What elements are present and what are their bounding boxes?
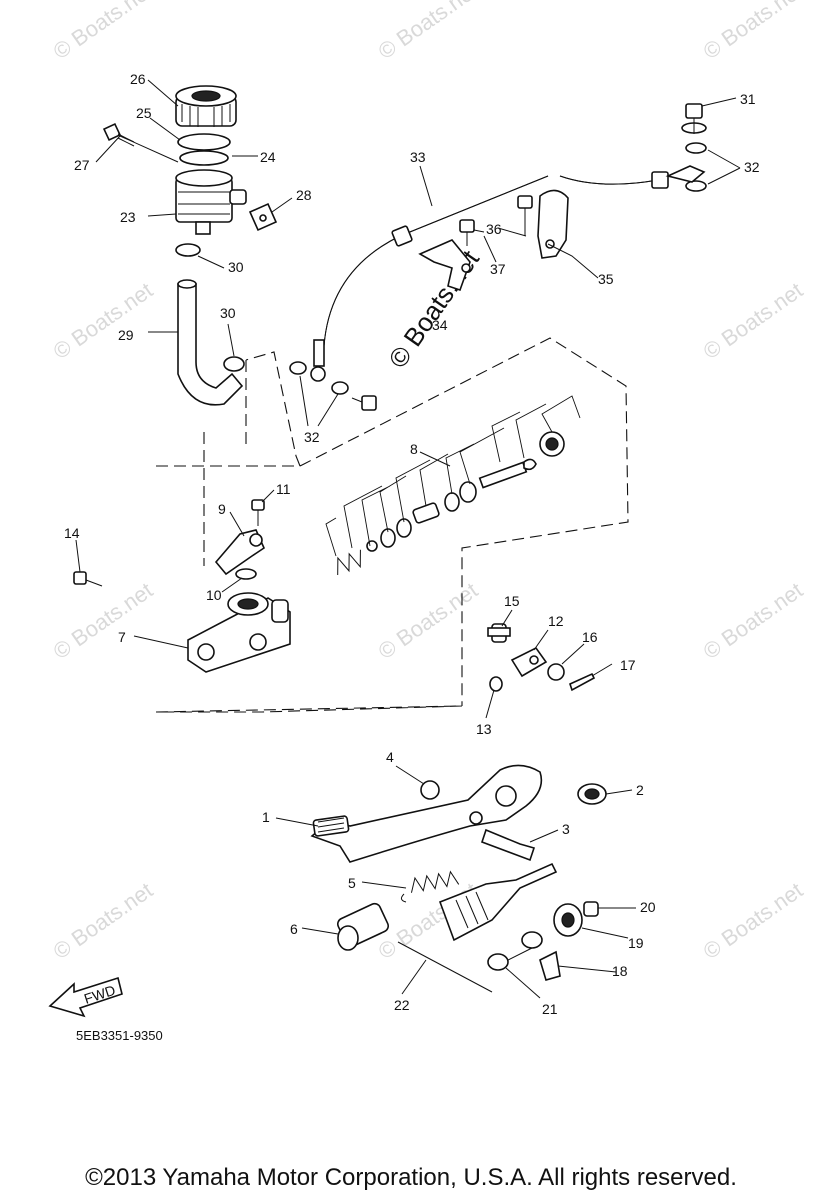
callout-14: 14	[64, 525, 80, 541]
callout-25: 25	[136, 105, 152, 121]
watermark: © Boats.net	[49, 877, 158, 964]
watermark: © Boats.net	[374, 577, 483, 664]
callout-24: 24	[260, 149, 276, 165]
callout-37: 37	[490, 261, 506, 277]
diagram-code: 5EB3351-9350	[76, 1028, 163, 1043]
callout-23: 23	[120, 209, 136, 225]
callout-3: 3	[562, 821, 570, 837]
watermark: © Boats.net	[49, 0, 158, 64]
callout-35: 35	[598, 271, 614, 287]
callout-17: 17	[620, 657, 636, 673]
callout-29: 29	[118, 327, 134, 343]
watermark: © Boats.net	[374, 0, 483, 64]
clevis-group	[487, 623, 596, 692]
callout-13: 13	[476, 721, 492, 737]
callout-15: 15	[504, 593, 520, 609]
watermark: © Boats.net	[699, 877, 808, 964]
dashed-boundary	[155, 337, 629, 713]
copyright-notice: ©2013 Yamaha Motor Corporation, U.S.A. A…	[85, 1164, 737, 1191]
callout-8: 8	[410, 441, 418, 457]
callout-7: 7	[118, 629, 126, 645]
callout-27: 27	[74, 157, 90, 173]
callout-31: 31	[740, 91, 756, 107]
callout-18: 18	[612, 963, 628, 979]
watermark: © Boats.net	[699, 0, 808, 64]
callout-11: 11	[276, 481, 291, 497]
callout-32-right: 32	[744, 159, 760, 175]
fwd-label: FWD	[82, 982, 117, 1007]
dashed-boundary	[203, 360, 247, 566]
brake-hose-assembly	[289, 103, 707, 411]
callout-28: 28	[296, 187, 312, 203]
callout-2: 2	[636, 782, 644, 798]
watermark: © Boats.net	[699, 277, 808, 364]
callout-32-left: 32	[304, 429, 320, 445]
callout-30-lower: 30	[220, 305, 236, 321]
callout-10: 10	[206, 587, 222, 603]
callout-1: 1	[262, 809, 270, 825]
callouts: 1 2 3 4 5 6 7 8 9 10 11 12 13 14 15 16 1…	[64, 71, 760, 1017]
callout-22: 22	[394, 997, 410, 1013]
callout-4: 4	[386, 749, 394, 765]
callout-20: 20	[640, 899, 656, 915]
reservoir-assembly	[102, 85, 278, 406]
brake-pedal	[310, 764, 607, 993]
watermark: © Boats.net	[49, 277, 158, 364]
callout-5: 5	[348, 875, 356, 891]
callout-36: 36	[486, 221, 502, 237]
piston-kit	[325, 395, 581, 575]
callout-33: 33	[410, 149, 426, 165]
watermark: © Boats.net	[49, 577, 158, 664]
callout-30-upper: 30	[228, 259, 244, 275]
callout-9: 9	[218, 501, 226, 517]
callout-34: 34	[432, 317, 448, 333]
callout-26: 26	[130, 71, 146, 87]
callout-19: 19	[628, 935, 644, 951]
fwd-arrow: FWD	[48, 976, 123, 1018]
callout-21: 21	[542, 1001, 558, 1017]
callout-6: 6	[290, 921, 298, 937]
leader-lines	[75, 79, 741, 999]
callout-16: 16	[582, 629, 598, 645]
master-cylinder	[73, 499, 291, 673]
callout-12: 12	[548, 613, 564, 629]
watermark: © Boats.net	[699, 577, 808, 664]
